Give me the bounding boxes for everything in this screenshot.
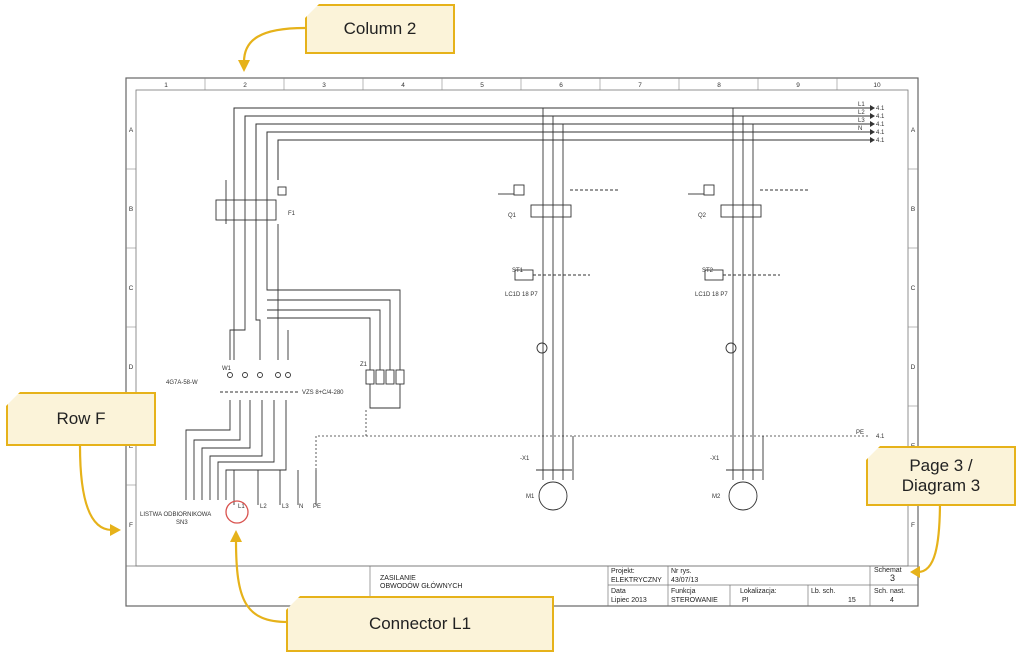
column-label-8: 8 — [717, 82, 721, 89]
lb-sch-value: 15 — [848, 597, 856, 604]
bus-dest-5: 4.1 — [876, 138, 885, 144]
motor-branch-1 — [498, 108, 620, 511]
funkcja-label: Funkcja — [671, 588, 696, 595]
callout-page: Page 3 / Diagram 3 — [866, 446, 1016, 506]
label-m1: M1 — [526, 494, 535, 500]
lb-sch-label: Lb. sch. — [811, 588, 836, 595]
terminal-pe: PE — [313, 504, 321, 510]
bus-label-n: N — [858, 126, 862, 132]
label-w1: W1 — [222, 366, 232, 372]
row-label-a: A — [129, 127, 134, 134]
data-value: Lipiec 2013 — [611, 597, 647, 604]
bus-label-l1: L1 — [858, 102, 865, 108]
bus-dest-2: 4.1 — [876, 114, 885, 120]
sheet-frame — [125, 77, 919, 607]
schemat-value: 3 — [890, 573, 895, 583]
nr-label: Nr rys. — [671, 568, 692, 575]
busbars — [233, 107, 870, 180]
row-label-c: C — [129, 285, 134, 292]
column-label-2: 2 — [243, 82, 247, 89]
label-lc-type-2: LC1D 18 P7 — [695, 292, 728, 298]
title-line-2: OBWODÓW GŁÓWNYCH — [380, 581, 462, 590]
column-label-5: 5 — [480, 82, 484, 89]
data-label: Data — [611, 588, 626, 595]
bus-dest-1: 4.1 — [876, 106, 885, 112]
connector-l1-highlight — [225, 500, 249, 524]
label-q2: Q2 — [698, 213, 707, 219]
label-st1: ST1 — [512, 268, 524, 274]
label-socket: LISTWA ODBIORNIKOWA — [140, 512, 211, 518]
socket-wiring — [185, 400, 317, 505]
label-z1: Z1 — [360, 362, 368, 368]
title-line-1: ZASILANIE — [380, 575, 416, 582]
callout-connector-text: Connector L1 — [368, 613, 472, 633]
fuses-z1 — [365, 369, 405, 409]
pe-dotted-line — [315, 410, 870, 470]
label-f1: F1 — [288, 211, 296, 217]
terminal-l2: L2 — [260, 504, 267, 510]
row-label-e: E — [129, 443, 134, 450]
label-x1-b: -X1 — [710, 456, 720, 462]
bus-arrows — [870, 105, 875, 143]
motor-branch-2 — [688, 108, 810, 511]
breaker-f1 — [215, 180, 287, 224]
column-label-6: 6 — [559, 82, 563, 89]
row-label-d-right: D — [911, 364, 916, 371]
terminal-l1: L1 — [238, 504, 245, 510]
label-lc-type-1: LC1D 18 P7 — [505, 292, 538, 298]
column-label-4: 4 — [401, 82, 405, 89]
label-f1-note: VZS 8+C/4-280 — [302, 390, 344, 396]
nr-value: 43/07/13 — [671, 577, 698, 584]
pe-dest: 4.1 — [876, 434, 885, 440]
schemat-label: Schemat — [874, 567, 902, 574]
lokalizacja-value: PI — [742, 597, 749, 604]
callout-connector: Connector L1 — [286, 596, 554, 652]
callout-arrows — [78, 26, 942, 624]
column-dividers — [204, 78, 838, 90]
label-q1: Q1 — [508, 213, 517, 219]
row-label-d: D — [129, 364, 134, 371]
column-label-1: 1 — [164, 82, 168, 89]
row-label-f: F — [129, 522, 133, 529]
column-label-3: 3 — [322, 82, 326, 89]
label-st2: ST2 — [702, 268, 714, 274]
label-socket-2: SN3 — [176, 520, 188, 526]
callout-column-text: Column 2 — [343, 18, 417, 38]
pe-label: PE — [856, 430, 864, 436]
switch-w1 — [220, 372, 300, 393]
bus-label-l2: L2 — [858, 110, 865, 116]
label-x1-a: -X1 — [520, 456, 530, 462]
row-label-a-right: A — [911, 127, 916, 134]
sch-nast-label: Sch. nast. — [874, 588, 905, 595]
bus-label-l3: L3 — [858, 118, 865, 124]
projekt-label: Projekt: — [611, 568, 635, 575]
funkcja-value: STEROWANIE — [671, 597, 718, 604]
feeder-lines — [229, 224, 401, 370]
projekt-value: ELEKTRYCZNY — [611, 577, 662, 584]
sch-nast-value: 4 — [890, 597, 894, 604]
label-w1-type: 4G7A-58-W — [166, 380, 198, 386]
bus-dest-3: 4.1 — [876, 122, 885, 128]
callout-arrowheads — [110, 60, 920, 578]
callout-page-text: Page 3 / Diagram 3 — [901, 455, 981, 495]
terminal-l3: L3 — [282, 504, 289, 510]
row-label-b-right: B — [911, 206, 915, 213]
label-m2: M2 — [712, 494, 721, 500]
bus-dest-4: 4.1 — [876, 130, 885, 136]
column-label-9: 9 — [796, 82, 800, 89]
column-label-7: 7 — [638, 82, 642, 89]
row-label-b: B — [129, 206, 133, 213]
row-label-c-right: C — [911, 285, 916, 292]
lokalizacja-label: Lokalizacja: — [740, 588, 777, 595]
column-label-10: 10 — [873, 82, 881, 89]
row-label-f-right: F — [911, 522, 915, 529]
terminal-n: N — [299, 504, 303, 510]
callout-column: Column 2 — [305, 4, 455, 54]
callout-row: Row F — [6, 392, 156, 446]
callout-row-text: Row F — [56, 408, 106, 428]
